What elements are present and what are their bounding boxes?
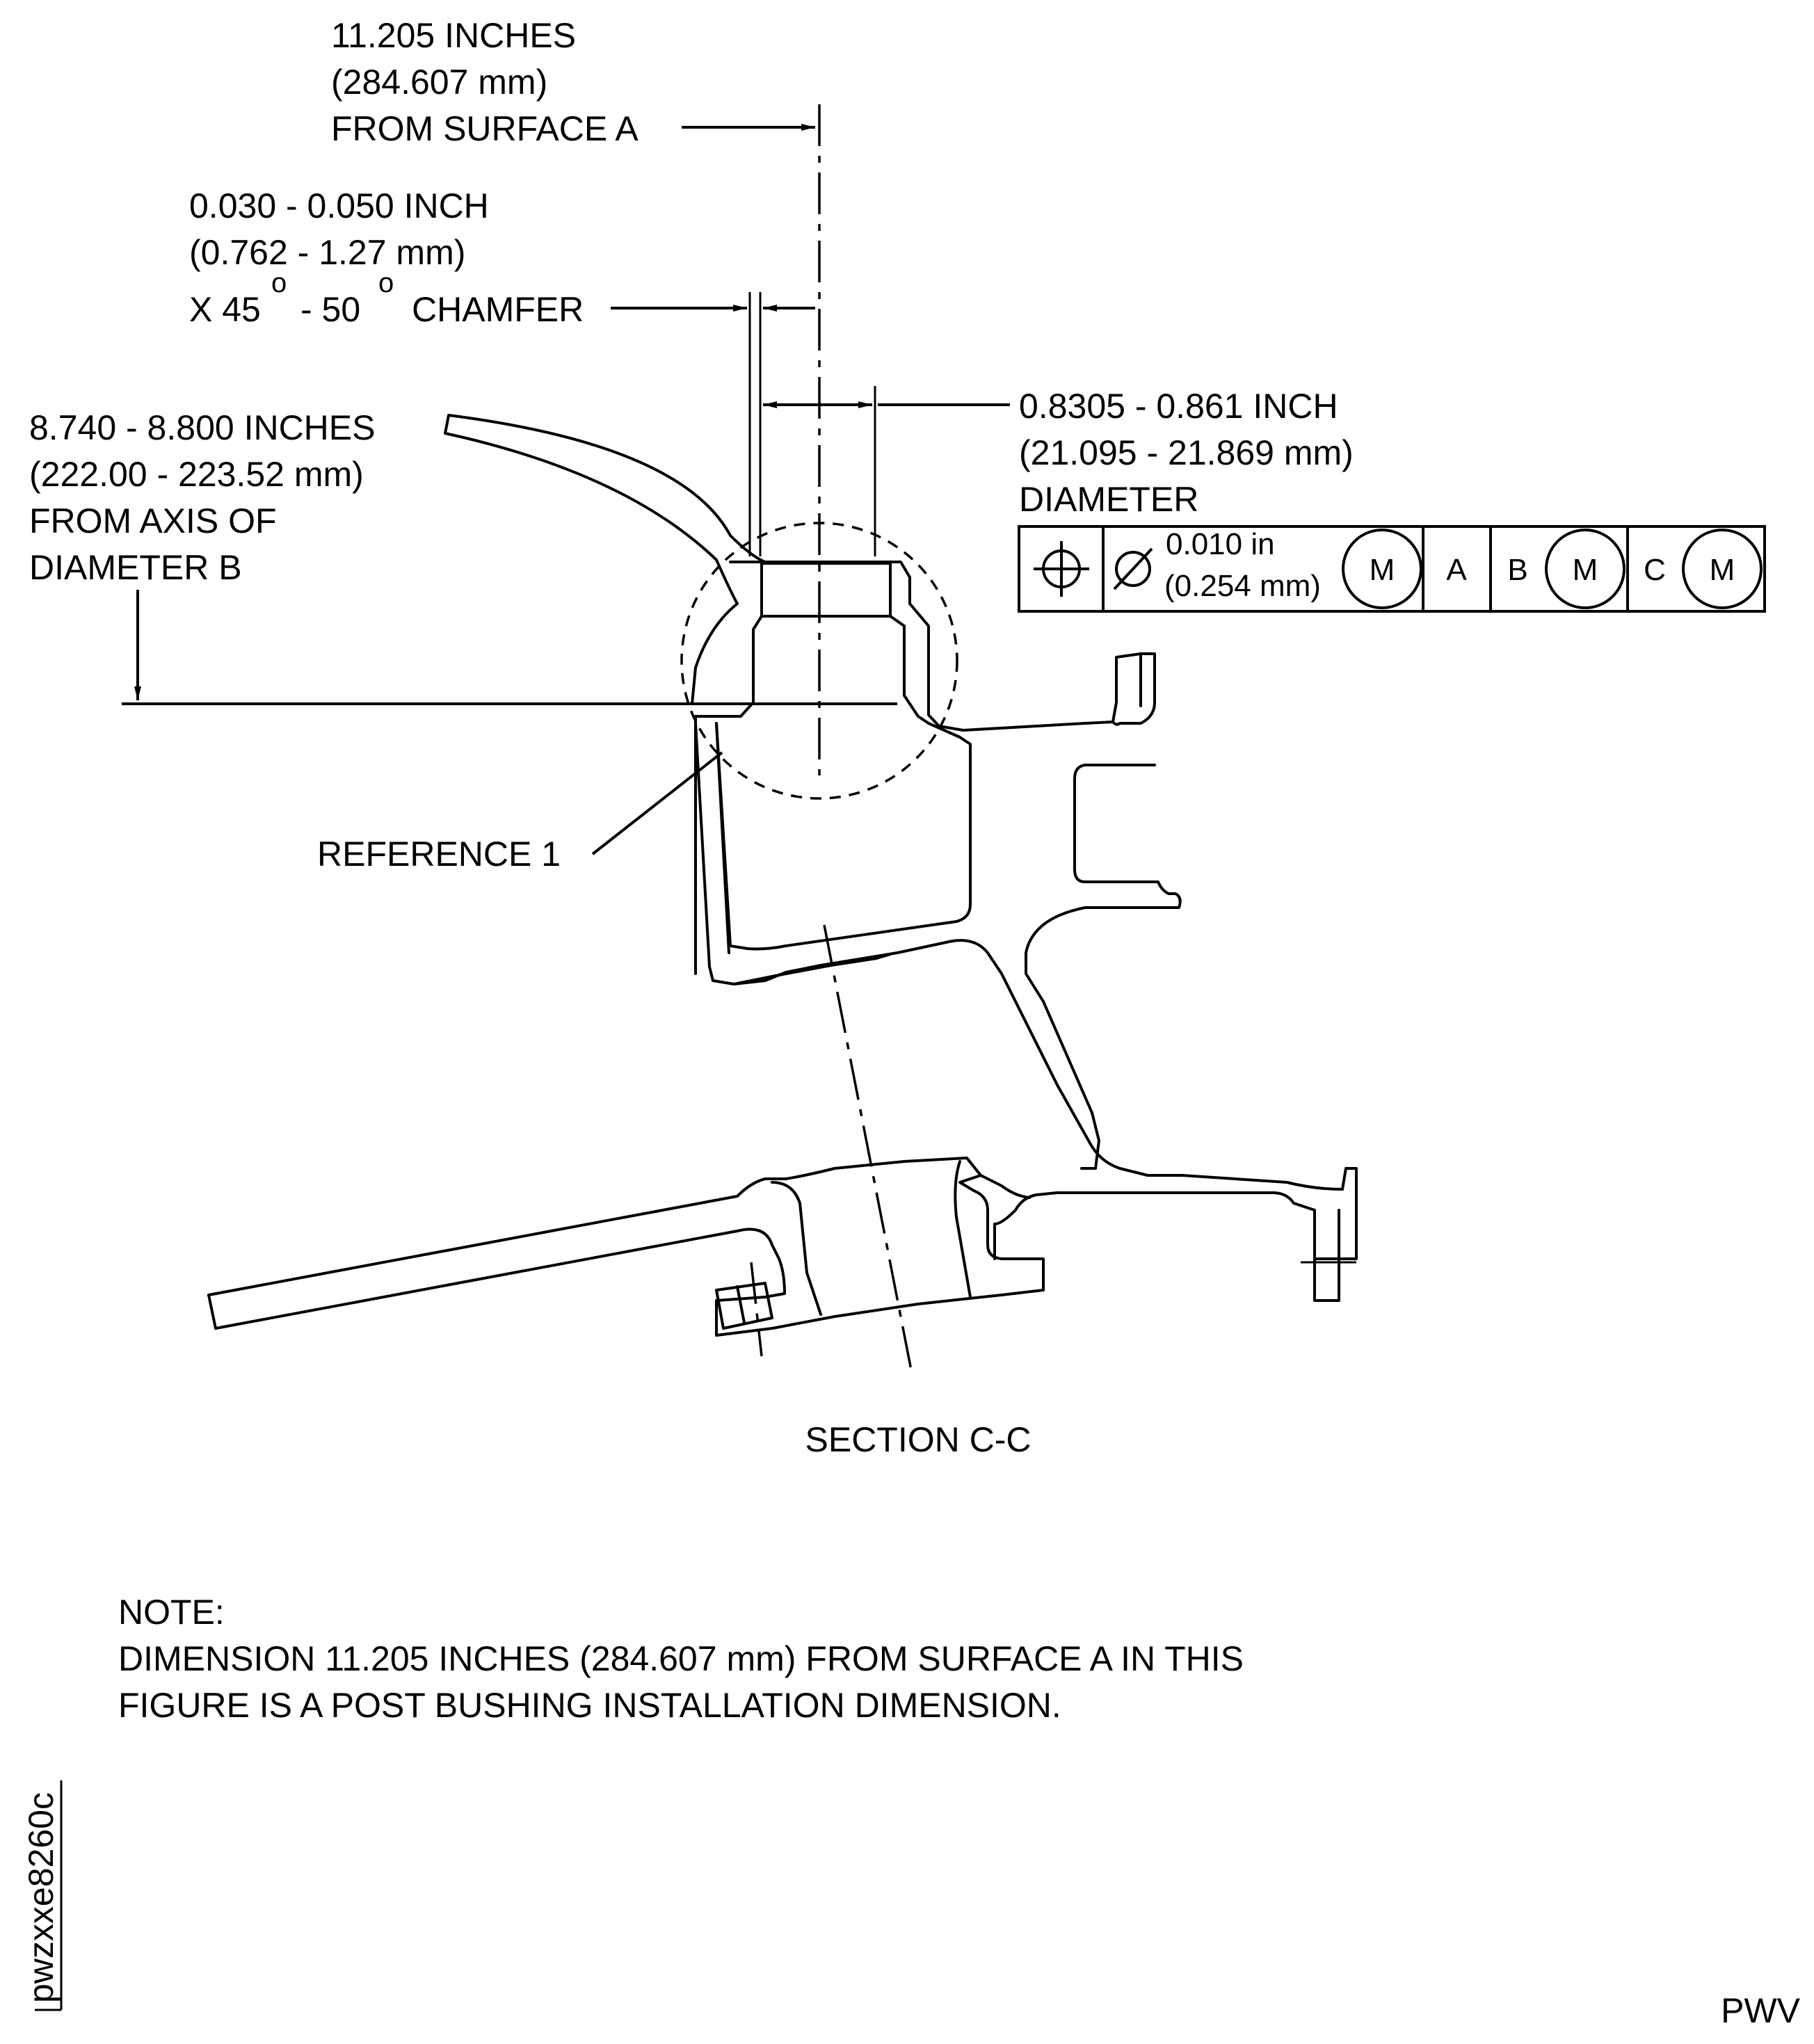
bore-outline (694, 562, 763, 718)
diameter-line1: 0.8305 - 0.861 INCH (1019, 387, 1338, 426)
fcf-datum-b-modifier: M (1573, 553, 1598, 587)
lower-right-lug (1313, 1209, 1340, 1302)
diameter-line3: DIAMETER (1019, 480, 1198, 519)
chamfer-line1: 0.030 - 0.050 INCH (189, 186, 489, 225)
position-symbol-icon (1034, 541, 1089, 597)
fcf-modifier-circle-icon (1342, 529, 1422, 609)
upper-curved-flange (444, 414, 766, 705)
surface-a-line3: FROM SURFACE A (331, 109, 639, 148)
note-block: NOTE: DIMENSION 11.205 INCHES (284.607 m… (118, 1593, 1244, 1725)
section-label: SECTION C-C (805, 1420, 1032, 1459)
hub-centerline (823, 924, 913, 1371)
reference-1-label: REFERENCE 1 (317, 835, 561, 874)
axis-b-line3: FROM AXIS OF (29, 501, 277, 540)
fcf-datum-a: A (1446, 553, 1467, 587)
diameter-label: 0.8305 - 0.861 INCH (21.095 - 21.869 mm)… (1019, 387, 1354, 519)
lower-hub (207, 1174, 1045, 1337)
axis-b-label: 8.740 - 8.800 INCHES (222.00 - 223.52 mm… (29, 408, 376, 587)
note-heading: NOTE: (118, 1593, 225, 1632)
axis-b-line2: (222.00 - 223.52 mm) (29, 455, 364, 494)
lower-hub-top (207, 1157, 982, 1296)
bore-top (760, 562, 930, 725)
corner-mark: PWV (1721, 1991, 1801, 2030)
note-line1: DIMENSION 11.205 INCHES (284.607 mm) FRO… (118, 1639, 1244, 1678)
fcf-tolerance-line1: 0.010 in (1166, 527, 1275, 561)
diameter-line2: (21.095 - 21.869 mm) (1019, 433, 1354, 472)
fcf-datum-b: B (1507, 553, 1527, 587)
fcf-datum-c-modifier: M (1710, 553, 1735, 587)
right-lug (1025, 652, 1182, 1170)
diameter-symbol-icon (1113, 547, 1153, 590)
fcf-datum-c-circle-icon (1682, 529, 1763, 609)
chamfer-line3-b: - 50 (300, 290, 360, 329)
feature-control-frame: 0.010 in (0.254 mm) M A B M C M (1018, 525, 1766, 613)
surface-a-label: 11.205 INCHES (284.607 mm) FROM SURFACE … (331, 16, 639, 148)
lower-hub-inner (771, 1160, 972, 1316)
fcf-tolerance-line2: (0.254 mm) (1164, 569, 1321, 603)
lower-left-lug-centerline (750, 1262, 763, 1357)
web-outline (694, 715, 1358, 1260)
axis-b-line1: 8.740 - 8.800 INCHES (29, 408, 376, 447)
fcf-datum-b-circle-icon (1545, 529, 1626, 609)
chamfer-degree-1: o (271, 268, 287, 298)
surface-a-line1: 11.205 INCHES (331, 16, 576, 55)
lower-left-lug (715, 1282, 773, 1330)
chamfer-line2: (0.762 - 1.27 mm) (189, 233, 465, 272)
note-line2: FIGURE IS A POST BUSHING INSTALLATION DI… (118, 1686, 1061, 1725)
dimension-lines (122, 124, 1010, 855)
chamfer-degree-2: o (378, 268, 394, 298)
figure-id-block: pwzxxe8260c (22, 1780, 63, 2011)
diagonal-strut (732, 953, 892, 985)
web-inner (715, 722, 972, 951)
reference-wall (694, 715, 730, 975)
fcf-tolerance-modifier: M (1370, 553, 1395, 587)
fcf-datum-c: C (1644, 553, 1666, 587)
surface-a-line2: (284.607 mm) (331, 63, 547, 102)
fcf-border (1018, 525, 1766, 613)
chamfer-label: 0.030 - 0.050 INCH (0.762 - 1.27 mm) X 4… (189, 186, 584, 329)
part-cross-section (207, 414, 1358, 1337)
bushing-block (729, 561, 1142, 732)
chamfer-line3-a: X 45 (189, 290, 261, 329)
chamfer-line3-c: CHAMFER (412, 290, 584, 329)
figure-id: pwzxxe8260c (22, 1792, 61, 2003)
axis-b-line4: DIAMETER B (29, 548, 242, 587)
reference-1-leader (591, 751, 723, 855)
